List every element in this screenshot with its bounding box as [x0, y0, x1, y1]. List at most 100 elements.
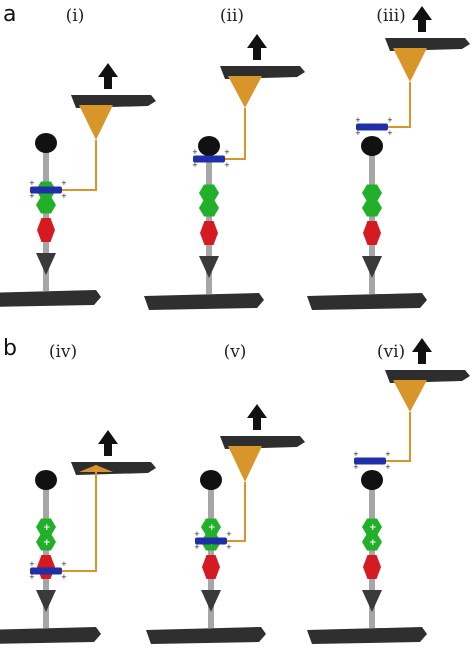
charge-mark: +	[355, 116, 361, 124]
panel-label-i: (i)	[65, 6, 85, 26]
substrate	[144, 293, 264, 310]
afm-tip	[393, 380, 427, 412]
green-domain	[362, 184, 382, 202]
down-arrowhead-icon	[36, 590, 56, 612]
afm-tip	[79, 105, 113, 140]
molecule-head	[200, 470, 222, 490]
up-arrow-icon	[98, 430, 118, 456]
green-domain	[36, 533, 56, 551]
charge-mark: +	[385, 450, 391, 458]
charge-mark: +	[194, 543, 200, 551]
panel-label-vi: (vi)	[376, 342, 406, 362]
charge-mark: +	[29, 192, 35, 200]
linker-bar	[195, 537, 227, 545]
charge-mark: +	[224, 148, 230, 156]
molecule-head	[361, 470, 383, 490]
linker-bar	[30, 567, 62, 575]
charge-mark: +	[29, 179, 35, 187]
row-label-a: a	[3, 2, 17, 27]
charge-mark: +	[226, 543, 232, 551]
charge-mark: +	[29, 573, 35, 581]
red-domain	[37, 555, 55, 579]
linker-bar	[356, 123, 388, 131]
red-domain	[363, 221, 381, 245]
linker-bar	[193, 155, 225, 163]
cantilever	[385, 370, 470, 383]
up-arrow-icon	[247, 404, 267, 430]
tether	[225, 482, 246, 542]
panel-label-iii: (iii)	[376, 6, 406, 26]
red-domain	[202, 555, 220, 579]
green-domain	[362, 199, 382, 217]
red-domain	[200, 221, 218, 245]
afm-tip	[228, 76, 262, 108]
cantilever	[71, 95, 156, 108]
charge-mark: +	[226, 530, 232, 538]
afm-tip	[393, 48, 427, 82]
cantilever	[220, 66, 305, 79]
charge-mark: +	[192, 161, 198, 169]
down-arrowhead-icon	[362, 590, 382, 612]
up-arrow-icon	[412, 338, 432, 364]
molecule-head	[35, 470, 57, 490]
tether	[223, 108, 246, 160]
charge-mark: +	[61, 560, 67, 568]
charge-mark: +	[61, 179, 67, 187]
charge-mark: +	[208, 523, 216, 533]
charge-mark: +	[43, 538, 51, 548]
linker-bar	[354, 457, 386, 465]
green-domain	[199, 184, 219, 202]
substrate	[0, 290, 101, 307]
down-arrowhead-icon	[36, 253, 56, 275]
cantilever	[220, 436, 305, 449]
charge-mark: +	[224, 161, 230, 169]
charge-mark: +	[192, 148, 198, 156]
afm-tip	[228, 446, 262, 482]
panel-label-iv: (iv)	[48, 342, 78, 362]
cantilever	[385, 38, 470, 51]
green-domain	[362, 533, 382, 551]
molecule-head	[35, 133, 57, 153]
linker-bar	[30, 186, 62, 194]
charge-mark: +	[387, 116, 393, 124]
charge-mark: +	[43, 523, 51, 533]
row-label-b: b	[3, 336, 17, 361]
panel-label-v: (v)	[223, 342, 247, 362]
down-arrowhead-icon	[362, 256, 382, 278]
green-domain	[362, 518, 382, 536]
charge-mark: +	[385, 463, 391, 471]
tether	[386, 412, 411, 462]
substrate	[307, 293, 427, 310]
panel-label-ii: (ii)	[219, 6, 245, 26]
cantilever	[71, 462, 156, 475]
down-arrowhead-icon	[201, 590, 221, 612]
up-arrow-icon	[412, 6, 432, 32]
charge-mark: +	[353, 463, 359, 471]
substrate	[307, 627, 427, 644]
charge-mark: +	[369, 523, 377, 533]
substrate	[146, 627, 266, 644]
charge-mark: +	[61, 573, 67, 581]
green-domain	[36, 196, 56, 214]
charge-mark: +	[61, 192, 67, 200]
charge-mark: +	[387, 129, 393, 137]
charge-mark: +	[29, 560, 35, 568]
substrate	[0, 627, 101, 644]
molecule-head	[198, 136, 220, 156]
tether	[60, 465, 97, 572]
tether	[60, 140, 97, 191]
green-domain	[199, 199, 219, 217]
green-domain	[201, 518, 221, 536]
charge-mark: +	[353, 450, 359, 458]
red-domain	[37, 218, 55, 242]
down-arrowhead-icon	[199, 256, 219, 278]
up-arrow-icon	[247, 34, 267, 60]
green-domain	[36, 518, 56, 536]
charge-mark: +	[355, 129, 361, 137]
tether	[386, 82, 411, 128]
up-arrow-icon	[98, 63, 118, 89]
charge-mark: +	[369, 538, 377, 548]
charge-mark: +	[194, 530, 200, 538]
molecule-head	[361, 136, 383, 156]
